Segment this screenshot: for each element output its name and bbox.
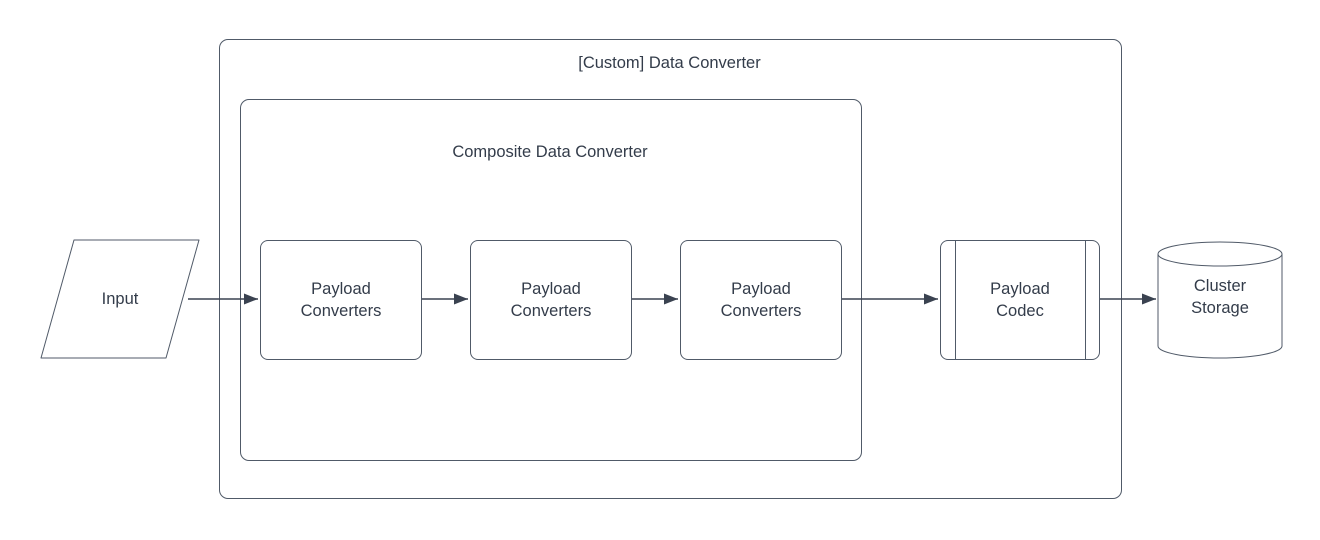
node-payload-codec: Payload Codec	[940, 240, 1100, 360]
node-input-shape	[40, 239, 200, 359]
node-payload-converters-1: Payload Converters	[260, 240, 422, 360]
node-payload-codec-label: Payload Codec	[990, 280, 1050, 320]
codec-right-bar	[1085, 241, 1086, 359]
node-input-label: Input	[101, 290, 139, 308]
group-custom-data-converter-title: [Custom] Data Converter	[578, 54, 761, 72]
node-payload-converters-2: Payload Converters	[470, 240, 632, 360]
node-cluster-storage-label-text: Cluster Storage	[1191, 277, 1249, 317]
node-payload-converters-1-label: Payload Converters	[300, 280, 382, 320]
group-custom-data-converter	[219, 39, 1122, 499]
group-composite-data-converter	[240, 99, 862, 461]
node-cluster-storage-top	[1157, 241, 1283, 267]
node-payload-converters-3-label: Payload Converters	[720, 280, 802, 320]
codec-left-bar	[955, 241, 956, 359]
node-payload-converters-3: Payload Converters	[680, 240, 842, 360]
group-composite-data-converter-title: Composite Data Converter	[452, 143, 648, 161]
node-cluster-storage-label: Cluster Storage	[1158, 275, 1282, 319]
node-cluster-storage-body	[1157, 254, 1283, 359]
node-payload-converters-2-label: Payload Converters	[510, 280, 592, 320]
